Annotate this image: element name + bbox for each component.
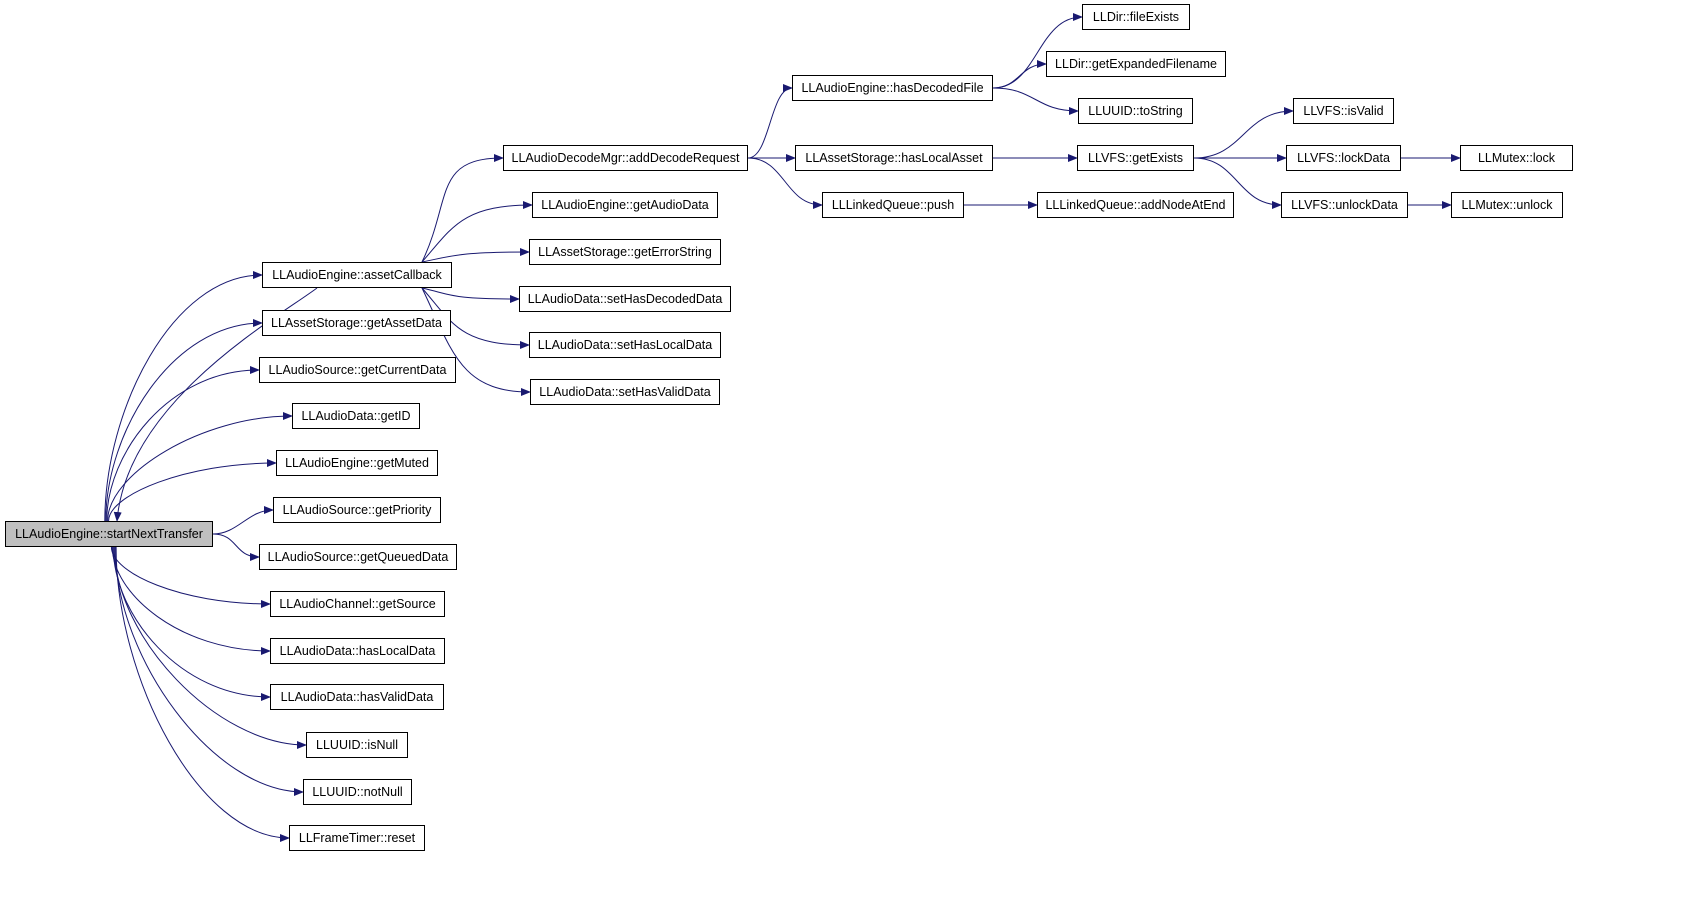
edge-start-to-notNull bbox=[114, 546, 304, 796]
node-lock[interactable]: LLMutex::lock bbox=[1460, 145, 1573, 171]
edge-assetCallback-to-setHasDecodedData bbox=[421, 287, 520, 303]
edge-hasDecodedFile-to-getExpandedFilename bbox=[992, 60, 1047, 89]
node-get-muted[interactable]: LLAudioEngine::getMuted bbox=[276, 450, 438, 476]
node-is-null[interactable]: LLUUID::isNull bbox=[306, 732, 408, 758]
edge-assetCallback-to-getErrorString bbox=[421, 248, 530, 263]
edge-addDecodeRequest-to-hasDecodedFile bbox=[747, 84, 793, 159]
edge-assetCallback-to-setHasValidData bbox=[421, 287, 531, 396]
edge-assetCallback-to-getAudioData bbox=[421, 201, 533, 263]
node-has-decoded-file[interactable]: LLAudioEngine::hasDecodedFile bbox=[792, 75, 993, 101]
edge-start-to-getID bbox=[107, 412, 293, 522]
node-get-queued-data[interactable]: LLAudioSource::getQueuedData bbox=[259, 544, 457, 570]
edge-start-to-getSource bbox=[110, 546, 271, 608]
node-set-has-local-data[interactable]: LLAudioData::setHasLocalData bbox=[529, 332, 721, 358]
node-get-i-d[interactable]: LLAudioData::getID bbox=[292, 403, 420, 429]
node-not-null[interactable]: LLUUID::notNull bbox=[303, 779, 412, 805]
node-unlock[interactable]: LLMutex::unlock bbox=[1451, 192, 1563, 218]
node-get-audio-data[interactable]: LLAudioEngine::getAudioData bbox=[532, 192, 718, 218]
node-set-has-decoded-data[interactable]: LLAudioData::setHasDecodedData bbox=[519, 286, 731, 312]
node-add-decode-request[interactable]: LLAudioDecodeMgr::addDecodeRequest bbox=[503, 145, 748, 171]
node-is-valid[interactable]: LLVFS::isValid bbox=[1293, 98, 1394, 124]
edge-start-to-assetCallback bbox=[104, 271, 263, 522]
edge-start-to-getCurrentData bbox=[106, 366, 260, 522]
node-push[interactable]: LLLinkedQueue::push bbox=[822, 192, 964, 218]
node-has-valid-data[interactable]: LLAudioData::hasValidData bbox=[270, 684, 444, 710]
edge-assetCallback-to-start bbox=[113, 287, 318, 522]
node-start[interactable]: LLAudioEngine::startNextTransfer bbox=[5, 521, 213, 547]
node-get-exists[interactable]: LLVFS::getExists bbox=[1077, 145, 1194, 171]
edge-start-to-hasValidData bbox=[112, 546, 271, 701]
edge-start-to-getMuted bbox=[108, 459, 277, 522]
edge-start-to-getAssetData bbox=[105, 319, 263, 522]
node-has-local-asset[interactable]: LLAssetStorage::hasLocalAsset bbox=[795, 145, 993, 171]
node-get-expanded-filename[interactable]: LLDir::getExpandedFilename bbox=[1046, 51, 1226, 77]
edge-start-to-reset bbox=[115, 546, 290, 842]
node-set-has-valid-data[interactable]: LLAudioData::setHasValidData bbox=[530, 379, 720, 405]
edge-getExists-to-unlockData bbox=[1193, 157, 1282, 209]
edge-hasDecodedFile-to-toString bbox=[992, 87, 1079, 115]
node-get-source[interactable]: LLAudioChannel::getSource bbox=[270, 591, 445, 617]
node-get-asset-data[interactable]: LLAssetStorage::getAssetData bbox=[262, 310, 451, 336]
node-lock-data[interactable]: LLVFS::lockData bbox=[1286, 145, 1401, 171]
node-get-current-data[interactable]: LLAudioSource::getCurrentData bbox=[259, 357, 456, 383]
node-asset-callback[interactable]: LLAudioEngine::assetCallback bbox=[262, 262, 452, 288]
node-unlock-data[interactable]: LLVFS::unlockData bbox=[1281, 192, 1408, 218]
edge-start-to-getPriority bbox=[212, 506, 274, 535]
node-add-node-at-end[interactable]: LLLinkedQueue::addNodeAtEnd bbox=[1037, 192, 1234, 218]
node-has-local-data[interactable]: LLAudioData::hasLocalData bbox=[270, 638, 445, 664]
edge-assetCallback-to-addDecodeRequest bbox=[421, 154, 504, 263]
edge-start-to-getQueuedData bbox=[212, 533, 260, 561]
edge-assetCallback-to-setHasLocalData bbox=[421, 287, 530, 349]
node-get-error-string[interactable]: LLAssetStorage::getErrorString bbox=[529, 239, 721, 265]
edge-start-to-hasLocalData bbox=[111, 546, 271, 655]
node-file-exists[interactable]: LLDir::fileExists bbox=[1082, 4, 1190, 30]
edge-start-to-isNull bbox=[113, 546, 307, 749]
node-to-string[interactable]: LLUUID::toString bbox=[1078, 98, 1193, 124]
node-reset[interactable]: LLFrameTimer::reset bbox=[289, 825, 425, 851]
edge-getExists-to-isValid bbox=[1193, 107, 1294, 159]
node-get-priority[interactable]: LLAudioSource::getPriority bbox=[273, 497, 441, 523]
edge-addDecodeRequest-to-push bbox=[747, 157, 823, 209]
